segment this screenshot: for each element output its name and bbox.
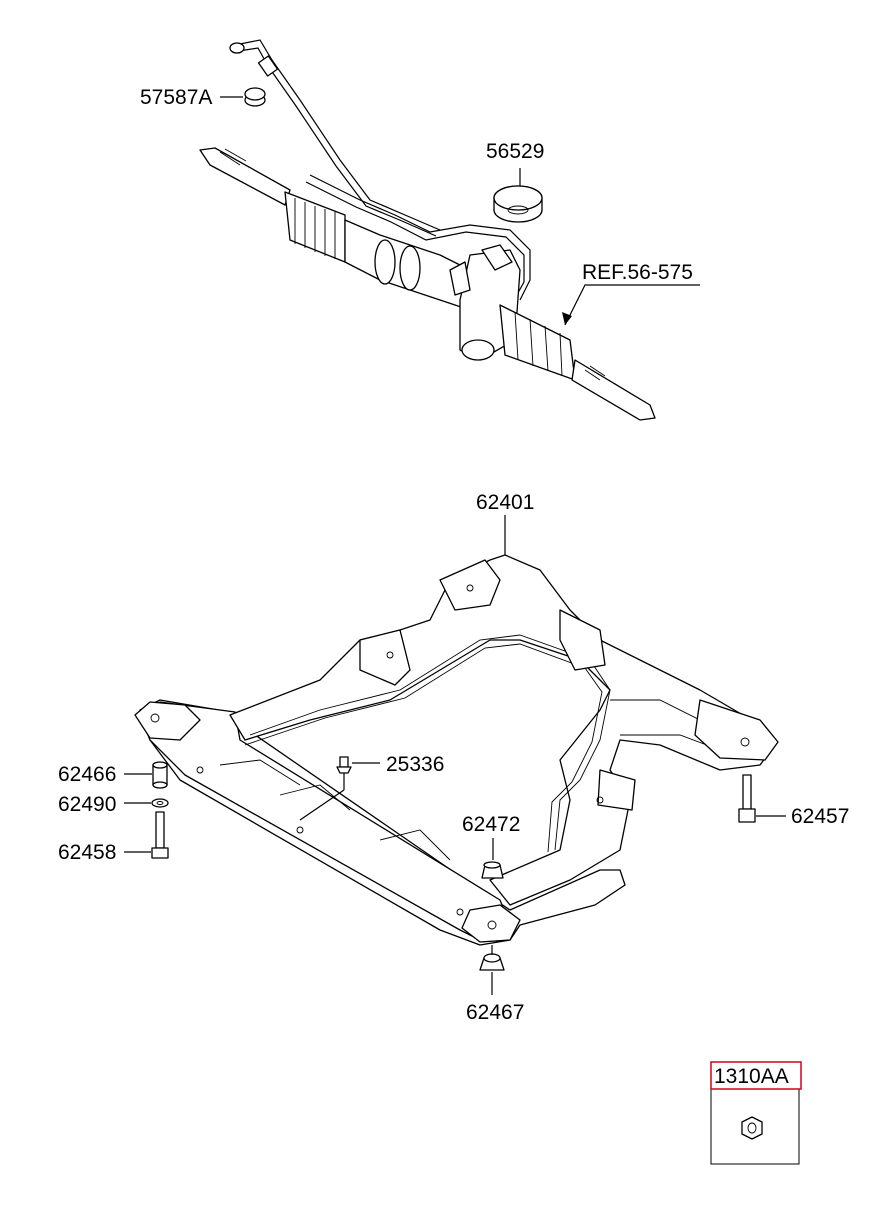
label-25336[interactable]: 25336 bbox=[386, 753, 444, 776]
steering-gear-assembly[interactable] bbox=[199, 39, 656, 421]
bolt-62458[interactable] bbox=[151, 811, 169, 859]
washer-62490[interactable] bbox=[151, 798, 169, 808]
label-57587A[interactable]: 57587A bbox=[140, 86, 212, 109]
label-62467[interactable]: 62467 bbox=[466, 1001, 524, 1024]
label-62458[interactable]: 62458 bbox=[58, 841, 116, 864]
nut-62472[interactable] bbox=[481, 861, 504, 879]
label-62490[interactable]: 62490 bbox=[58, 793, 116, 816]
label-62466[interactable]: 62466 bbox=[58, 763, 116, 786]
bolt-62457[interactable] bbox=[738, 774, 756, 823]
stud-25336[interactable] bbox=[336, 756, 352, 774]
label-62457[interactable]: 62457 bbox=[791, 805, 849, 828]
nut-62467[interactable] bbox=[479, 953, 505, 971]
label-ref-56-575[interactable]: REF.56-575 bbox=[582, 261, 693, 284]
cap-56529[interactable] bbox=[493, 185, 543, 223]
part-box-1310AA[interactable] bbox=[710, 1061, 802, 1165]
label-62472[interactable]: 62472 bbox=[462, 813, 520, 836]
bushing-62466[interactable] bbox=[152, 761, 168, 789]
crossmember-subframe[interactable] bbox=[134, 554, 779, 946]
label-62401[interactable]: 62401 bbox=[476, 491, 534, 514]
nut-1310AA-icon bbox=[741, 1116, 763, 1140]
label-1310AA[interactable]: 1310AA bbox=[714, 1065, 789, 1088]
label-56529[interactable]: 56529 bbox=[486, 140, 544, 163]
grommet-57587A[interactable] bbox=[244, 87, 266, 107]
